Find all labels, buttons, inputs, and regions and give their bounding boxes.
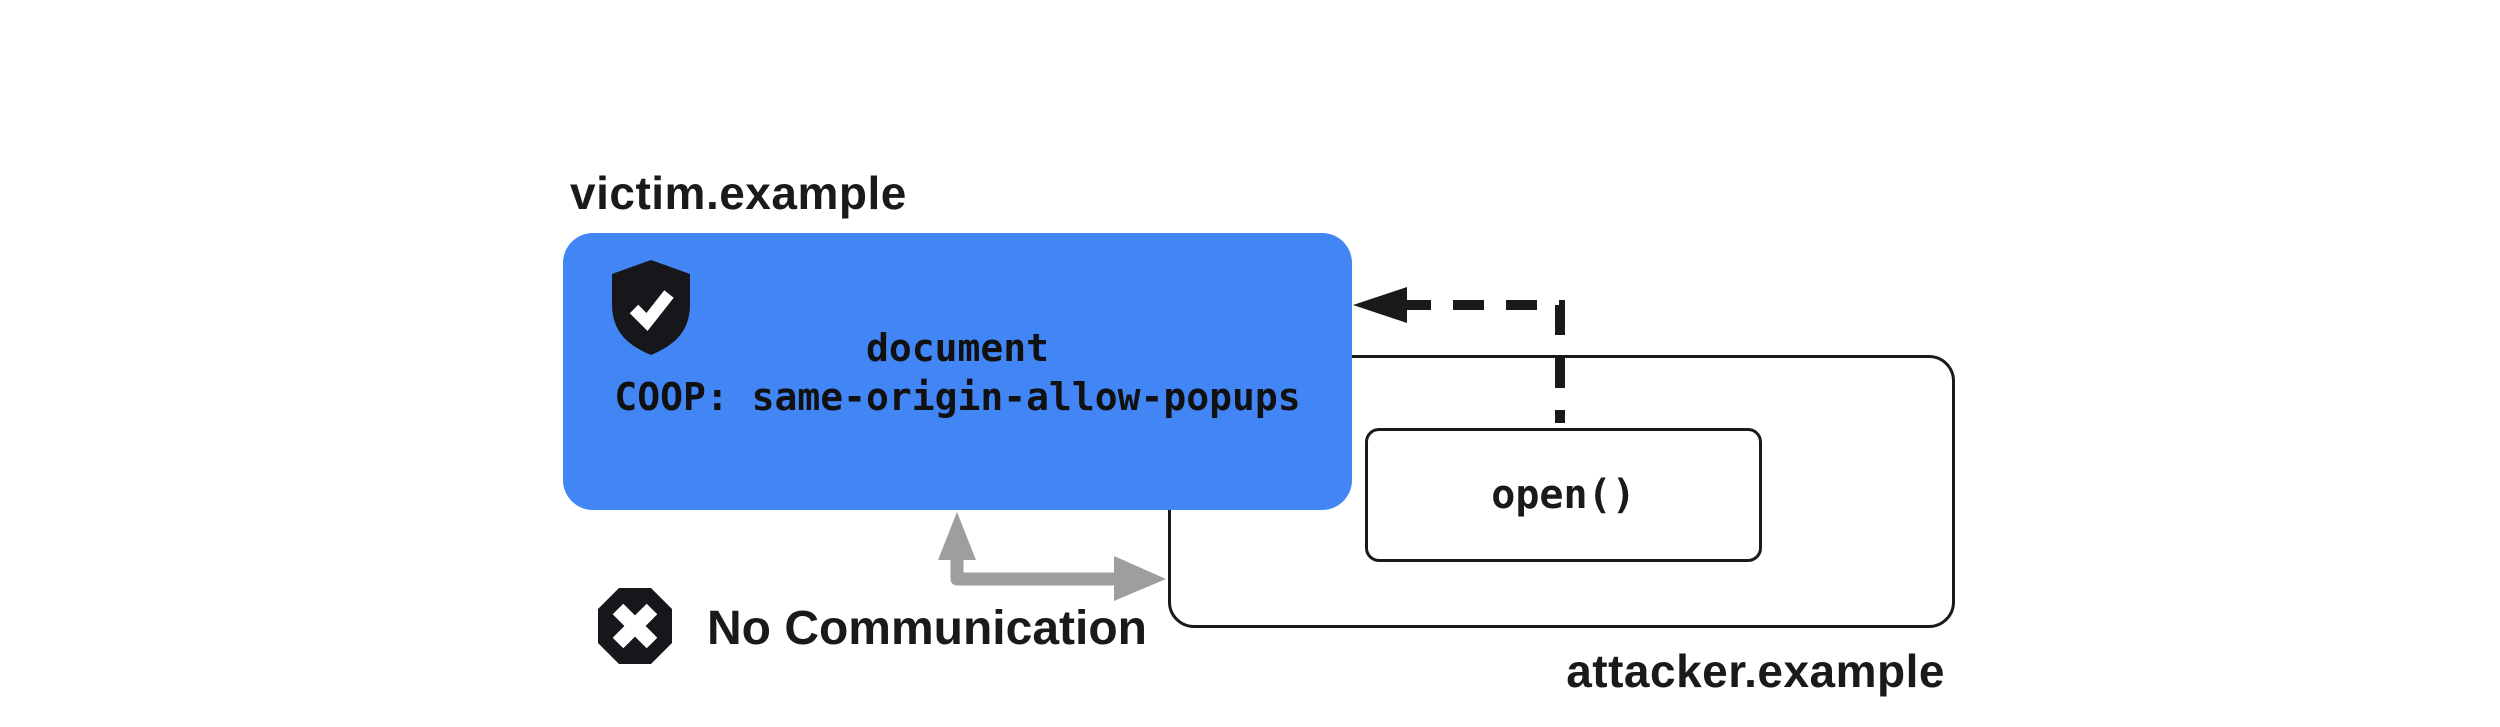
shield-check-icon xyxy=(612,260,690,355)
open-call-box: open() xyxy=(1365,428,1762,562)
open-call-label: open() xyxy=(1491,472,1636,518)
no-communication-label: No Communication xyxy=(707,602,1147,655)
document-line: document xyxy=(865,326,1050,370)
victim-document-box: document COOP: same-origin-allow-popups xyxy=(563,233,1352,510)
victim-document-text: document COOP: same-origin-allow-popups xyxy=(563,324,1352,422)
x-octagon-icon xyxy=(598,588,672,664)
attacker-domain-label: attacker.example xyxy=(1566,645,1945,697)
coop-header-line: COOP: same-origin-allow-popups xyxy=(614,375,1301,419)
victim-domain-label: victim.example xyxy=(570,167,907,219)
no-communication-arrow xyxy=(938,512,1166,601)
